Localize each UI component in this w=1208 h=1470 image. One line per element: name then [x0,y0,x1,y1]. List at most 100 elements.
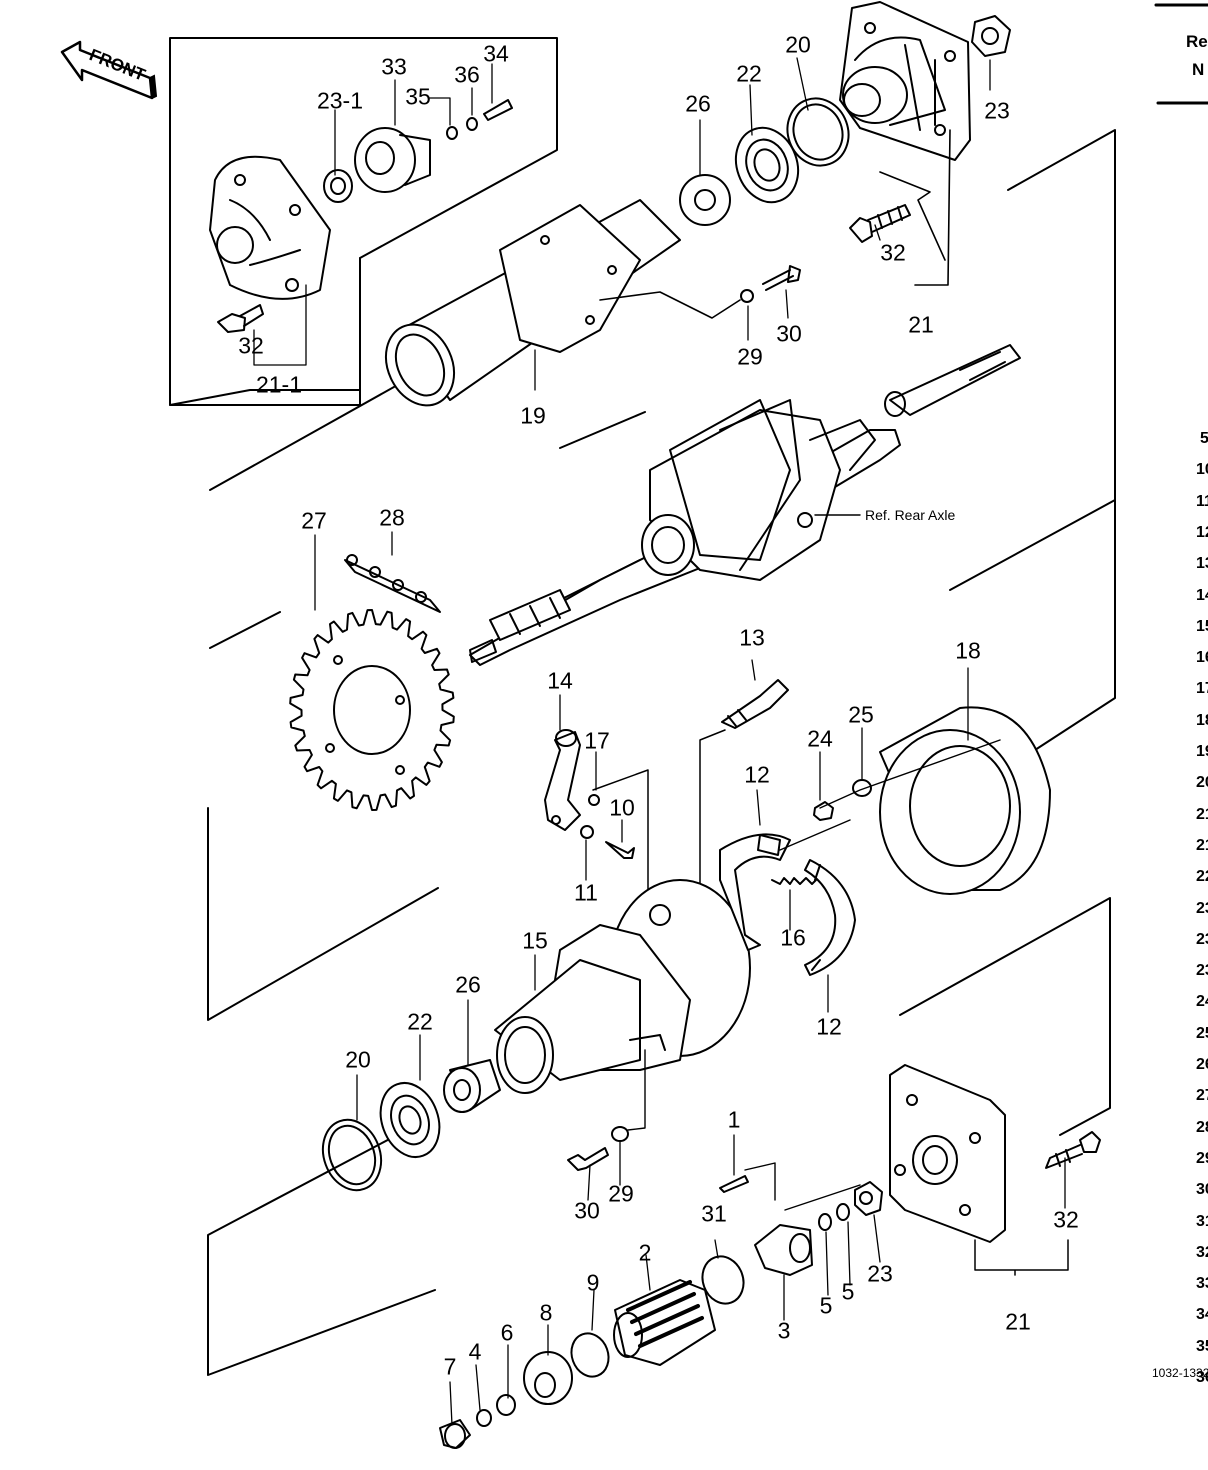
callout-9: 9 [586,1269,600,1296]
callout-32-lower: 32 [1053,1206,1079,1233]
callout-30-top: 30 [776,320,802,347]
bolt-30-lower [567,1147,609,1171]
callout-34: 34 [483,40,509,67]
callout-22-top: 22 [736,60,762,87]
callout-10: 10 [609,794,635,821]
callout-21-1: 21-1 [255,371,303,398]
callout-11: 11 [574,879,598,906]
bolt-1 [719,1175,749,1193]
chain-28 [344,554,441,613]
callout-2: 2 [638,1239,652,1266]
callout-3: 3 [777,1317,791,1344]
axis-line [209,499,1116,649]
callout-33: 33 [381,53,407,80]
right-item-number: 24 [1196,993,1208,1011]
washer-5a [818,1213,832,1231]
callout-20-top: 20 [785,31,811,58]
right-item-number: 5 [1200,430,1208,447]
callout-19: 19 [520,402,546,429]
callout-15: 15 [522,927,548,954]
right-item-number: 33 [1196,1275,1208,1293]
right-item-number: 11 [1196,492,1208,510]
callout-20-lower: 20 [345,1046,371,1073]
callout-26-lower: 26 [455,971,481,998]
nut-23-top [971,15,1011,57]
axle-housing-19 [384,199,681,407]
callout-5b: 5 [841,1278,855,1305]
callout-17: 17 [584,727,610,754]
right-item-number: 14 [1196,586,1208,604]
brake-shoe-12-lower [804,859,856,976]
callout-21-lower: 21 [1005,1308,1031,1335]
bolt-34 [483,99,513,121]
callout-24: 24 [807,725,833,752]
cap-7 [439,1419,471,1449]
brake-shoe-12-upper [719,833,791,951]
front-direction-sign: FRONT [60,40,158,100]
o-ring-9 [570,1332,610,1378]
axis-line [209,129,1116,751]
callout-5a: 5 [819,1292,833,1319]
o-ring-17 [588,794,600,806]
right-item-number: 21 [1196,836,1208,854]
callout-22-lower: 22 [407,1008,433,1035]
sprocket-27 [289,609,455,811]
callout-29-lower: 29 [608,1180,634,1207]
hub-33-inset [354,127,431,193]
hub-flange-inset [209,155,331,300]
right-item-number: 36 [1196,1369,1208,1386]
right-item-number: 23 [1196,930,1208,948]
right-item-number: 17 [1196,680,1208,698]
right-item-number: 10 [1196,461,1208,479]
callout-16: 16 [780,924,806,951]
callout-28: 28 [379,504,405,531]
axis-line [207,1114,436,1376]
callout-36: 36 [454,61,480,88]
coupler-3 [754,1224,813,1276]
boot-2 [613,1279,716,1366]
circlip-20-lower [321,1118,383,1192]
callout-30-lower: 30 [574,1197,600,1224]
hub-flange-lower [889,1064,1006,1243]
camshaft-13 [721,679,789,729]
right-item-number: 18 [1196,711,1208,729]
right-header-line-2: N [1192,60,1205,79]
rear-axle-assembly [469,344,1021,666]
callout-23-top: 23 [984,97,1010,124]
right-item-number: 15 [1196,617,1208,635]
right-item-number: 29 [1196,1149,1208,1167]
bolt-32-lower [1045,1131,1101,1169]
axis-line [207,807,1111,1136]
right-item-number: 20 [1196,774,1208,792]
callout-29-top: 29 [737,343,763,370]
callout-23-lower: 23 [867,1260,893,1287]
right-item-number: 34 [1196,1306,1208,1324]
callout-1: 1 [727,1106,741,1133]
o-ring-31 [701,1255,745,1305]
lever-14 [544,729,581,831]
brake-panel-15 [494,879,751,1094]
bolt-10 [605,841,635,859]
bolt-32-inset [217,304,264,333]
callout-18: 18 [955,637,981,664]
right-item-number: 26 [1196,1056,1208,1073]
washer-29-lower [611,1126,629,1142]
callout-8: 8 [539,1299,553,1326]
right-item-number: 32 [1196,1243,1208,1261]
right-item-number: 27 [1196,1087,1208,1105]
callout-7: 7 [443,1353,457,1380]
callout-6: 6 [500,1319,514,1346]
right-item-number: 21 [1196,805,1208,823]
washer-5b [836,1203,850,1221]
hub-flange-top [839,1,971,161]
right-item-number: 16 [1196,649,1208,667]
right-header-line-1: Re [1186,32,1208,51]
washer-35 [446,126,458,140]
washer-11 [580,825,594,839]
bolt-30-top [762,265,801,291]
right-item-number: 28 [1196,1118,1208,1136]
right-item-number: 23 [1196,962,1208,980]
nut-23-lower [854,1181,883,1216]
callout-14: 14 [547,667,573,694]
